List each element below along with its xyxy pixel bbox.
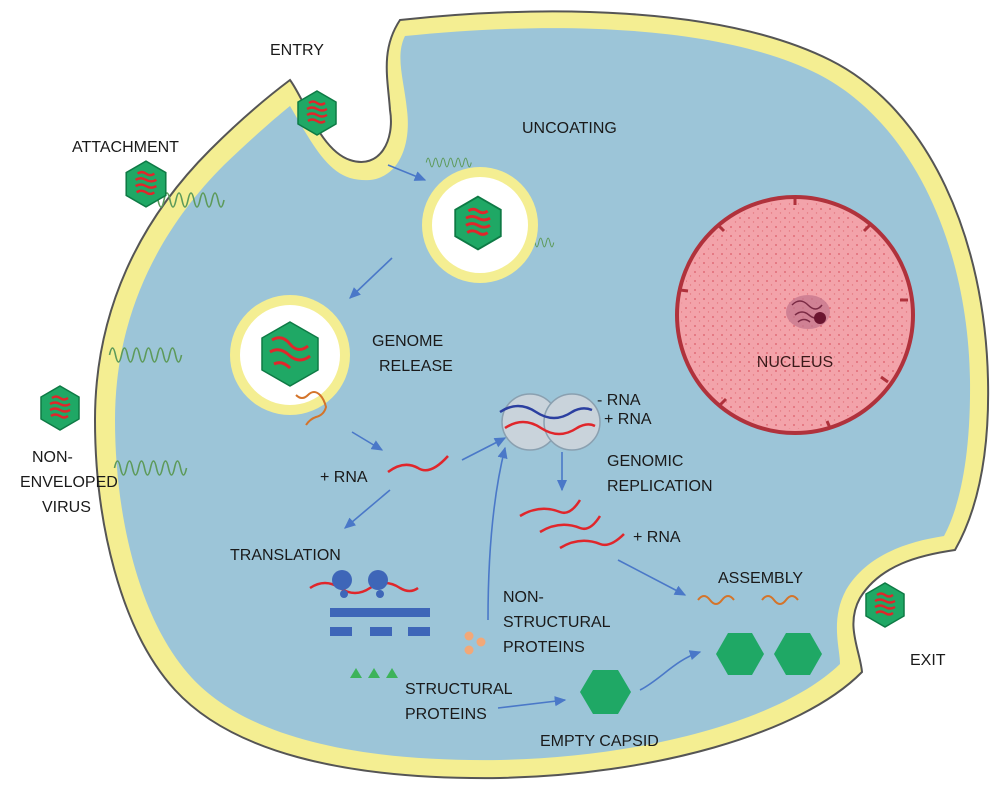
nucleolus <box>786 295 830 329</box>
label-uncoating: UNCOATING <box>522 120 617 137</box>
label-non-enveloped-3: VIRUS <box>42 499 91 516</box>
label-non-enveloped-2: ENVELOPED <box>20 474 118 491</box>
label-genomic-replication-1: GENOMIC <box>607 453 683 470</box>
empty-capsid-icon <box>580 670 631 714</box>
assembled-virion-1 <box>697 595 764 675</box>
label-entry: ENTRY <box>270 42 324 59</box>
label-genome-release-1: GENOME <box>372 333 443 350</box>
structural-protein-triangles <box>350 668 398 678</box>
process-arrows <box>344 164 702 709</box>
endosome-uncoating <box>422 167 538 283</box>
label-empty-capsid: EMPTY CAPSID <box>540 733 659 750</box>
endosome-genome-release <box>230 295 350 426</box>
virus-attachment-icon <box>124 159 168 209</box>
label-translation: TRANSLATION <box>230 547 341 564</box>
label-plus-rna-complex: + RNA <box>604 411 652 428</box>
label-plus-rna-left: + RNA <box>320 469 368 486</box>
label-minus-rna: - RNA <box>597 392 641 409</box>
label-plus-rna-right: + RNA <box>633 529 681 546</box>
label-structural-2: PROTEINS <box>405 706 487 723</box>
label-non-structural-1: NON- <box>503 589 544 606</box>
label-exit: EXIT <box>910 652 946 669</box>
label-assembly: ASSEMBLY <box>718 570 803 587</box>
nucleus: NUCLEUS <box>675 195 915 435</box>
translation-apparatus <box>309 570 430 636</box>
label-genome-release-2: RELEASE <box>379 358 453 375</box>
virus-exit-icon <box>864 581 906 629</box>
label-non-structural-3: PROTEINS <box>503 639 585 656</box>
assembled-virion-2 <box>761 595 822 675</box>
replication-complex <box>499 393 601 451</box>
rna-strands <box>387 455 625 550</box>
label-non-enveloped-1: NON- <box>32 449 73 466</box>
label-attachment: ATTACHMENT <box>72 139 179 156</box>
nucleus-label: NUCLEUS <box>757 354 833 371</box>
nonstructural-protein-dots <box>464 631 486 655</box>
labels: ENTRY ATTACHMENT UNCOATING GENOME RELEAS… <box>20 42 946 750</box>
label-structural-1: STRUCTURAL <box>405 681 513 698</box>
label-genomic-replication-2: REPLICATION <box>607 478 713 495</box>
non-enveloped-virus-icon <box>39 384 81 432</box>
label-non-structural-2: STRUCTURAL <box>503 614 611 631</box>
